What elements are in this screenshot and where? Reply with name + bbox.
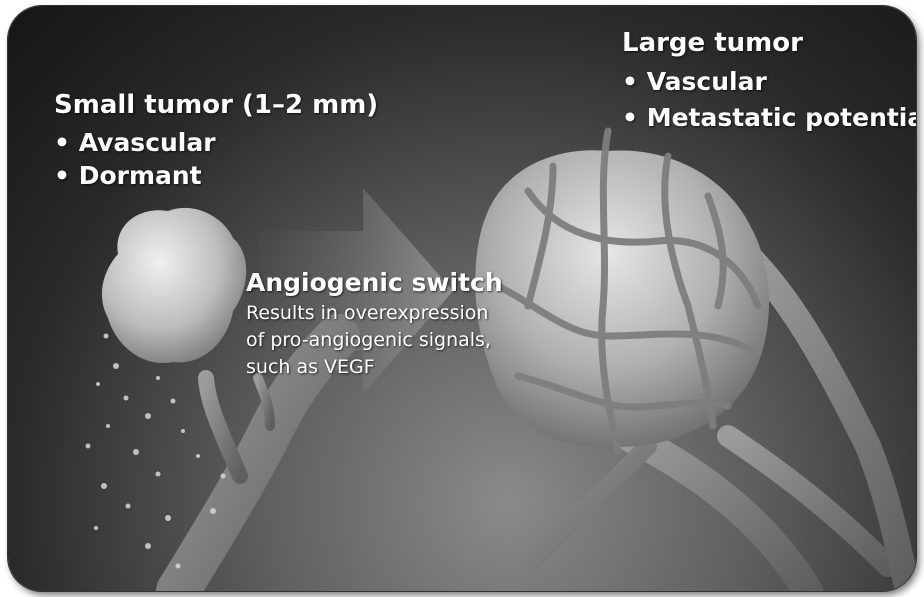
large-tumor-title: Large tumor	[622, 28, 803, 58]
small-tumor-title: Small tumor (1–2 mm)	[54, 90, 378, 120]
small-tumor-bullet: Avascular	[54, 126, 216, 159]
small-tumor-bullets: Avascular Dormant	[54, 126, 216, 192]
large-tumor-bullet: Vascular	[622, 64, 916, 100]
description-line: Results in overexpression	[246, 300, 556, 327]
small-tumor	[102, 208, 246, 363]
small-tumor-bullet: Dormant	[54, 159, 216, 192]
angiogenic-switch-title: Angiogenic switch	[246, 268, 503, 297]
description-line: such as VEGF	[246, 354, 556, 381]
large-tumor-bullets: Vascular Metastatic potential	[622, 64, 916, 136]
large-tumor-bullet: Metastatic potential	[622, 100, 916, 136]
angiogenic-switch-description: Results in overexpression of pro-angioge…	[246, 300, 556, 381]
description-line: of pro-angiogenic signals,	[246, 327, 556, 354]
figure-frame: Small tumor (1–2 mm) Avascular Dormant L…	[8, 6, 916, 591]
